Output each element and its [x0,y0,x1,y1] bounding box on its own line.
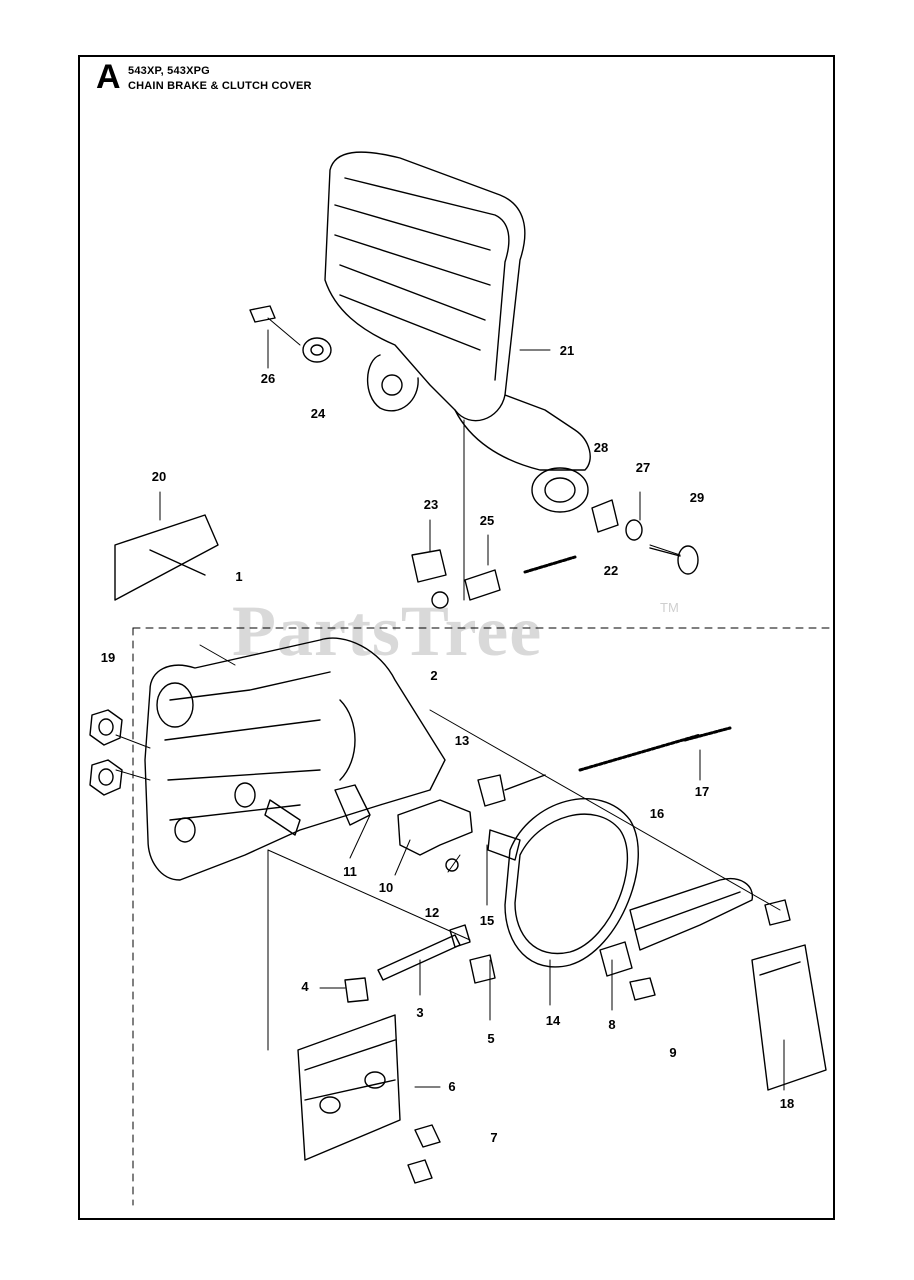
callout-6: 6 [448,1079,455,1094]
brake-parts-small [411,549,577,609]
bar-guard [599,878,827,1091]
model-number: 543XP, 543XPG [128,65,210,77]
callout-8: 8 [608,1017,615,1032]
callout-23: 23 [424,497,438,512]
callout-15: 15 [480,913,494,928]
callout-25: 25 [480,513,494,528]
handle-hardware [249,305,699,575]
guide-plate [297,1014,441,1184]
springs [578,726,732,772]
callout-3: 3 [416,1005,423,1020]
callout-2: 2 [430,668,437,683]
section-letter: A [96,58,121,96]
brake-band [487,798,639,968]
callout-18: 18 [780,1096,794,1111]
callout-12: 12 [425,905,439,920]
callout-10: 10 [379,880,393,895]
callout-9: 9 [669,1045,676,1060]
leader-lines [115,317,785,1091]
brake-mechanism [334,774,546,872]
callout-1: 1 [235,569,242,584]
watermark: PartsTree [232,591,543,671]
callout-labels: 1 2 3 4 5 6 7 8 9 10 11 12 13 14 15 16 1… [101,343,794,1145]
callout-7: 7 [490,1130,497,1145]
callout-17: 17 [695,784,709,799]
callout-29: 29 [690,490,704,505]
chain-brake-handle [324,151,591,513]
decal [114,514,219,601]
callout-13: 13 [455,733,469,748]
assembly-boundary [132,627,833,1206]
cover-nuts [89,709,123,796]
callout-5: 5 [487,1031,494,1046]
callout-24: 24 [311,406,326,421]
callout-26: 26 [261,371,275,386]
callout-28: 28 [594,440,608,455]
callout-11: 11 [343,864,357,879]
watermark-tm: TM [660,600,679,615]
callout-14: 14 [546,1013,561,1028]
callout-4: 4 [301,979,309,994]
diagram-title: CHAIN BRAKE & CLUTCH COVER [128,80,312,92]
callout-20: 20 [152,469,166,484]
clutch-cover [144,637,446,881]
diagram-frame [78,55,835,1220]
callout-21: 21 [560,343,574,358]
callout-19: 19 [101,650,115,665]
callout-16: 16 [650,806,664,821]
bar-studs [344,924,496,1003]
callout-22: 22 [604,563,618,578]
callout-27: 27 [636,460,650,475]
